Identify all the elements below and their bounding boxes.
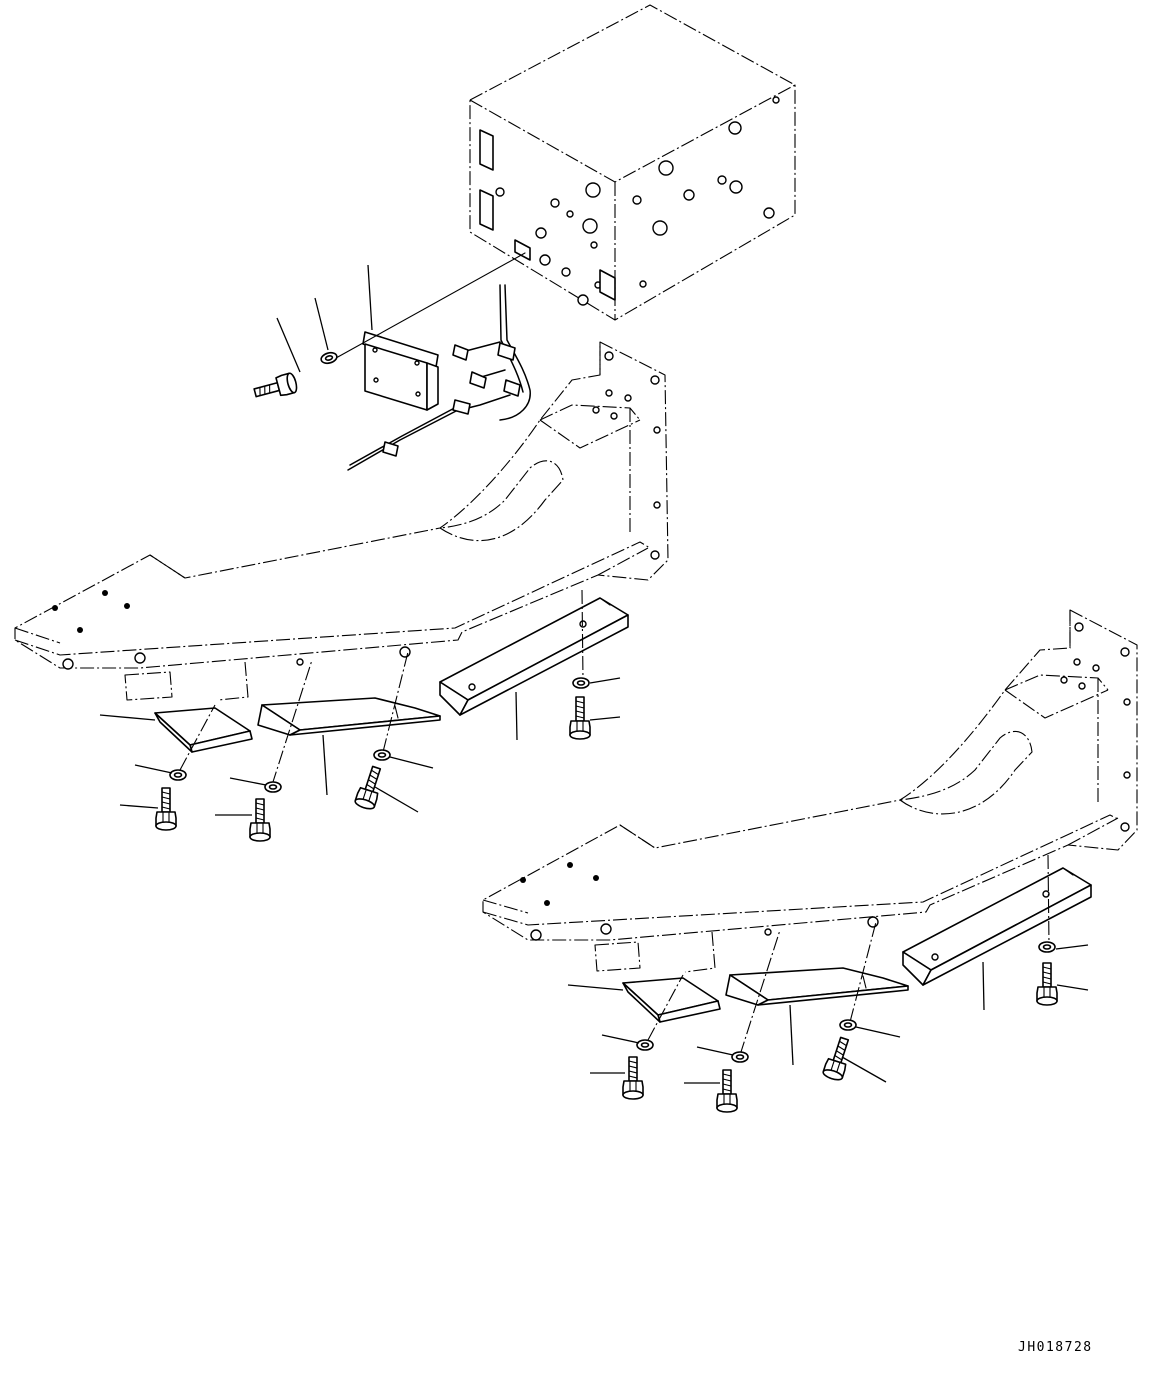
leader-line [368, 265, 372, 330]
box-hole [591, 242, 597, 248]
box-hole [578, 295, 588, 305]
bolt [716, 1069, 738, 1113]
leader-line [375, 787, 418, 812]
box-hole [729, 122, 741, 134]
box-hole [684, 190, 694, 200]
leader-line [230, 778, 266, 785]
controller-box [470, 5, 795, 320]
leader-line [790, 1005, 793, 1065]
box-hole [653, 221, 667, 235]
leader-line [315, 298, 328, 350]
box-hole [536, 228, 546, 238]
frame-assembly-upper [15, 342, 668, 700]
leader-line [983, 962, 984, 1010]
box-hole [640, 281, 646, 287]
leader-line [135, 765, 172, 773]
bracket-bolt [253, 372, 299, 402]
washer [731, 1051, 749, 1063]
washer [1038, 941, 1056, 953]
leader-line [100, 715, 155, 720]
leader-line [390, 757, 433, 768]
bracket-washer [319, 350, 339, 366]
bolt [155, 787, 177, 831]
box-hole [496, 188, 504, 196]
box-hole [583, 219, 597, 233]
box-hole [633, 196, 641, 204]
bolt [622, 1056, 644, 1100]
leader-line [697, 1047, 733, 1055]
leader-line [568, 985, 623, 990]
leader-line [323, 735, 327, 795]
leader-line [590, 717, 620, 720]
channel-beam [440, 598, 628, 715]
box-connector [480, 190, 493, 230]
drawing-code: JH018728 [1018, 1340, 1093, 1355]
leader-line [602, 1035, 639, 1043]
bolt [1036, 962, 1058, 1006]
washer [169, 769, 187, 781]
box-connector [480, 130, 493, 170]
mounting-bracket [363, 332, 438, 410]
wiring-harness [348, 285, 530, 470]
washer [572, 677, 590, 689]
leader-line [590, 678, 620, 683]
leader-line [856, 1027, 900, 1037]
box-hole [718, 176, 726, 184]
leader-line [120, 805, 158, 808]
cover-plate-small [623, 978, 720, 1022]
box-hole [764, 208, 774, 218]
cover-plate-long [258, 698, 440, 735]
washer [373, 749, 391, 761]
cover-plate-long [726, 968, 908, 1005]
bolt [249, 798, 271, 842]
bolt [821, 1034, 855, 1083]
bolt [353, 763, 387, 812]
bolt [569, 696, 591, 740]
leader-line [842, 1057, 886, 1082]
box-connector [600, 270, 615, 300]
leader-line [1057, 985, 1088, 990]
leader-line [277, 318, 300, 372]
box-hole [562, 268, 570, 276]
washer [264, 781, 282, 793]
box-hole [586, 183, 600, 197]
box-hole [540, 255, 550, 265]
box-connector [515, 240, 530, 260]
cover-plate-small [155, 708, 252, 752]
leader-line [1056, 945, 1088, 949]
box-hole [730, 181, 742, 193]
box-hole [567, 211, 573, 217]
leader-line [516, 692, 517, 740]
washer [636, 1039, 654, 1051]
washer [839, 1019, 857, 1031]
frame-assembly-lower [483, 610, 1137, 972]
box-hole [773, 97, 779, 103]
box-hole [659, 161, 673, 175]
leader-line [336, 253, 525, 358]
box-hole [551, 199, 559, 207]
